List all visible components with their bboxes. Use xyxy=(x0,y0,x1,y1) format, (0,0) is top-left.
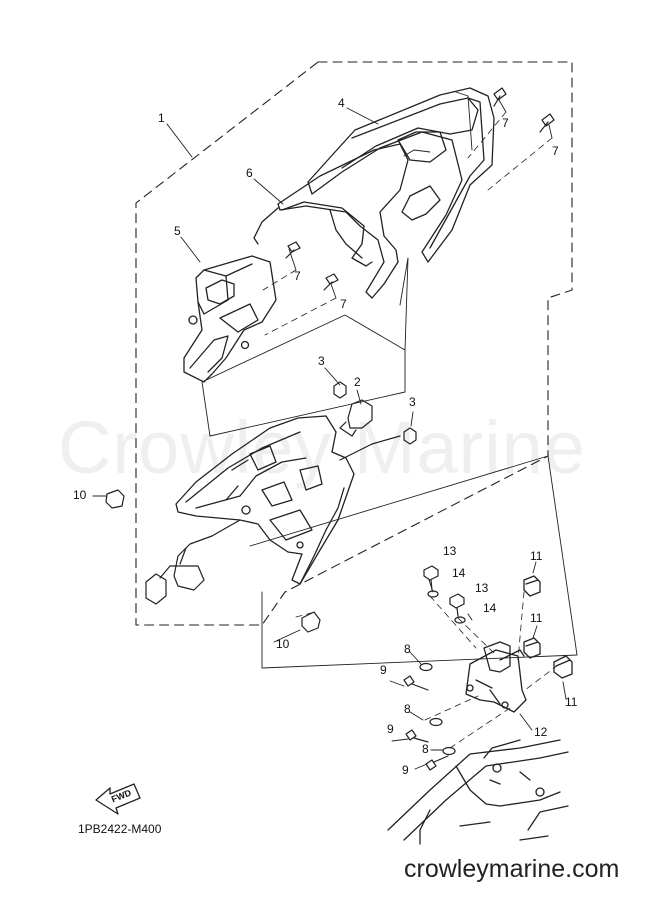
callout-5: 5 xyxy=(174,224,181,238)
screws-7 xyxy=(285,87,555,291)
callout-7c: 7 xyxy=(294,269,301,283)
callout-11b: 11 xyxy=(530,611,543,625)
callout-13b: 13 xyxy=(475,581,489,595)
website-label: crowleymarine.com xyxy=(404,855,620,883)
callout-9c: 9 xyxy=(402,763,409,777)
callout-11c: 11 xyxy=(565,695,578,709)
callout-3a: 3 xyxy=(318,354,325,368)
tail-cowl xyxy=(307,87,495,263)
callout-6: 6 xyxy=(246,166,253,180)
watermark: Crowley Marine xyxy=(58,406,587,489)
callout-11a: 11 xyxy=(530,549,543,563)
callout-10a: 10 xyxy=(73,488,87,502)
frame-rails xyxy=(387,739,569,845)
wire-harness xyxy=(253,143,409,299)
callout-9b: 9 xyxy=(387,722,394,736)
callout-7d: 7 xyxy=(340,297,347,311)
callout-7b: 7 xyxy=(552,144,559,158)
taillight-housing xyxy=(175,415,355,585)
callout-4: 4 xyxy=(338,96,345,110)
fwd-arrow-icon xyxy=(95,783,141,815)
clip-nuts xyxy=(105,489,321,633)
callout-10b: 10 xyxy=(276,637,290,651)
bulbs xyxy=(333,381,417,445)
license-lamp xyxy=(183,255,277,383)
callout-14a: 14 xyxy=(452,566,466,580)
callout-8a: 8 xyxy=(404,642,411,656)
leader-lines xyxy=(92,99,567,770)
taillight-wiring xyxy=(145,435,401,605)
callout-1: 1 xyxy=(158,111,165,125)
callout-7a: 7 xyxy=(502,116,509,130)
callout-3b: 3 xyxy=(409,395,416,409)
grommets-11 xyxy=(523,575,573,679)
fasteners xyxy=(403,565,466,771)
callout-8c: 8 xyxy=(422,742,429,756)
group-frames xyxy=(201,257,578,669)
figure-code: 1PB2422-M400 xyxy=(78,822,162,836)
callout-12: 12 xyxy=(534,725,548,739)
callout-13a: 13 xyxy=(443,544,457,558)
assembly-outline xyxy=(135,61,573,626)
callout-14b: 14 xyxy=(483,601,497,615)
callout-8b: 8 xyxy=(404,702,411,716)
callout-9a: 9 xyxy=(380,663,387,677)
mounting-bracket xyxy=(465,641,527,713)
callout-2: 2 xyxy=(354,375,361,389)
